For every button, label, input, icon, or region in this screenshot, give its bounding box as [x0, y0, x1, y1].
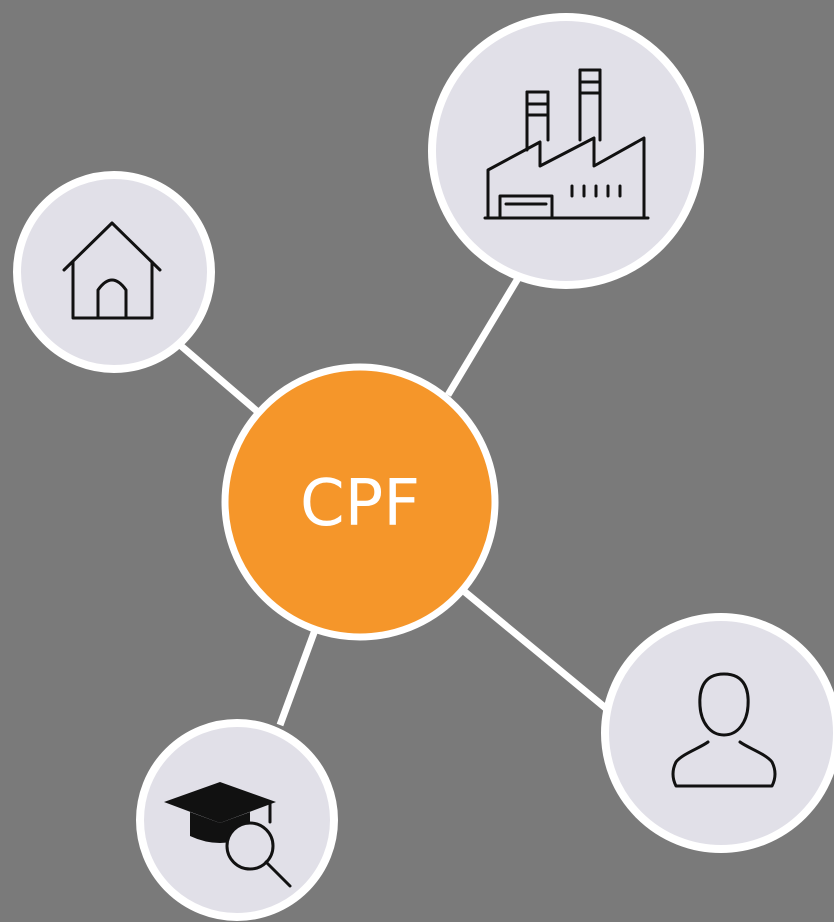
connector-industry — [444, 273, 524, 397]
node-person-circle — [601, 613, 834, 853]
node-research — [136, 719, 338, 921]
graduation-cap-search-icon — [164, 782, 292, 888]
connector-person — [462, 589, 611, 713]
hub-label: CPF — [300, 467, 420, 541]
connector-home — [177, 342, 261, 415]
hub-node: CPF — [221, 363, 499, 641]
node-industry — [428, 13, 704, 289]
node-home — [13, 171, 215, 373]
factory-icon — [483, 68, 650, 220]
house-icon — [62, 221, 162, 320]
node-person — [601, 613, 834, 853]
connector-research — [276, 628, 319, 727]
node-home-circle — [13, 171, 215, 373]
hub-circle — [221, 363, 499, 641]
user-icon — [671, 672, 777, 788]
